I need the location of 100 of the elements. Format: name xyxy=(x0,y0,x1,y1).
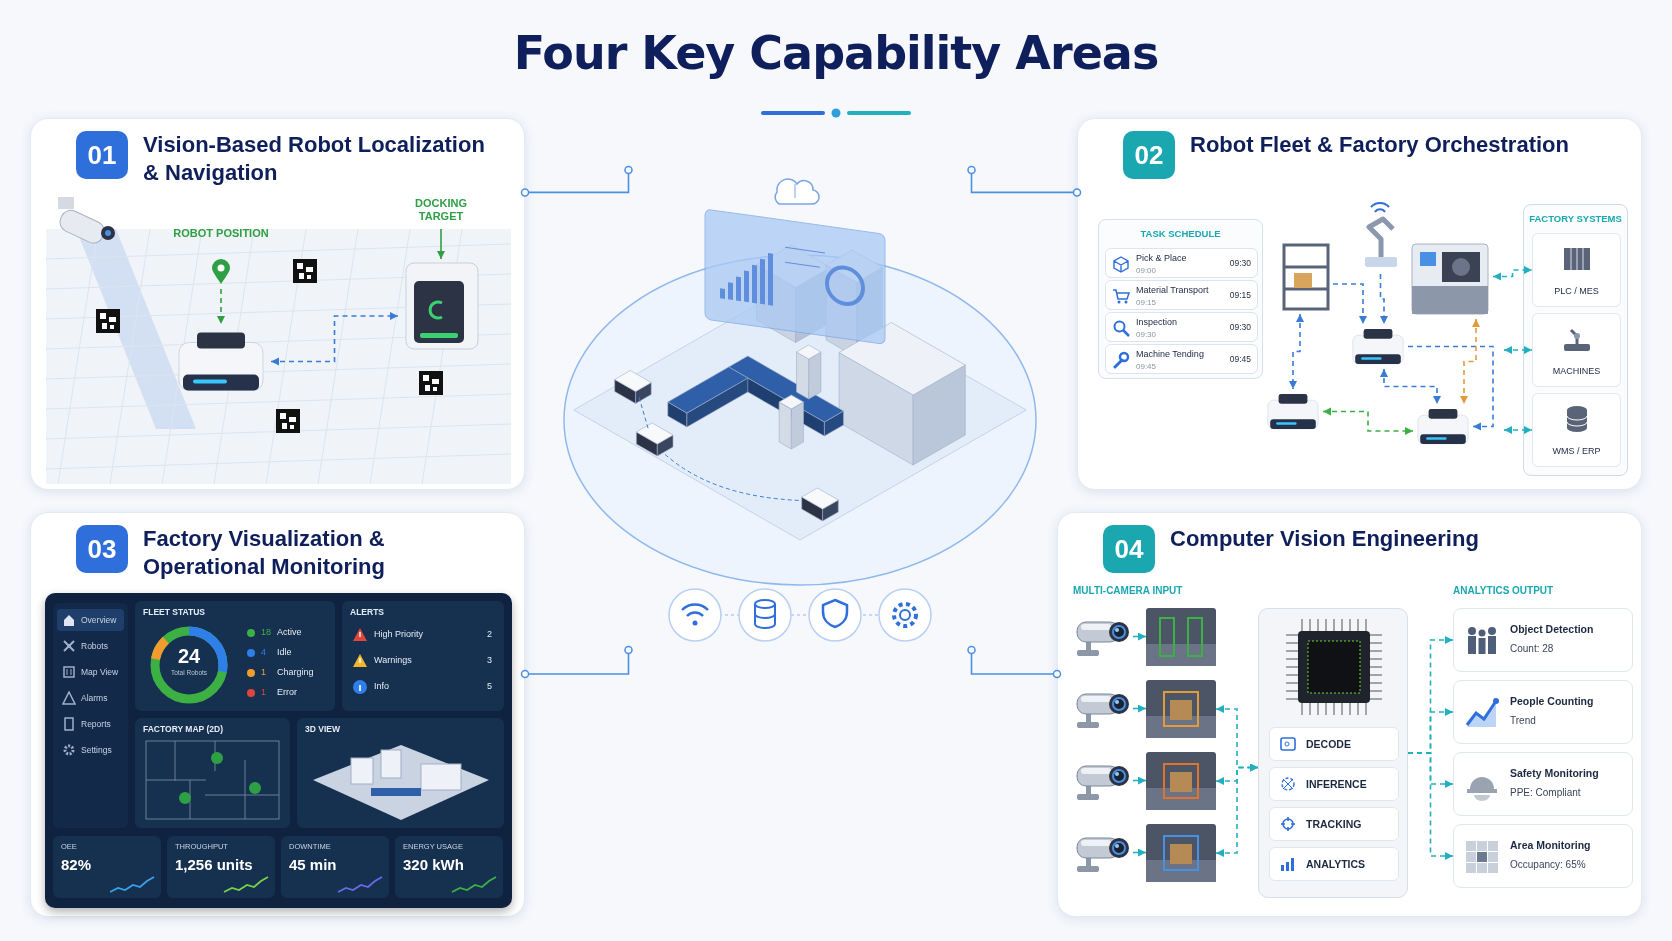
capability-panel xyxy=(1077,118,1642,490)
number-badge: 03 xyxy=(76,525,128,573)
kpi-card xyxy=(395,836,503,898)
arrow xyxy=(1503,346,1533,354)
arrow xyxy=(1407,752,1454,860)
alert-count: 5 xyxy=(487,681,492,691)
connector-line xyxy=(967,645,1062,679)
analytics-card xyxy=(1453,680,1633,744)
pipeline-panel xyxy=(1258,608,1408,898)
panel-title: Computer Vision Engineering xyxy=(1170,525,1480,553)
section-heading: TASK SCHEDULE xyxy=(1139,228,1222,239)
task-name: Machine Tending xyxy=(1136,349,1204,359)
step-label: DECODE xyxy=(1306,738,1351,750)
task-time: 09:15 xyxy=(1136,298,1157,307)
step-label: ANALYTICS xyxy=(1306,858,1366,870)
connector-line xyxy=(520,165,633,197)
kpi-value: 320 kWh xyxy=(403,856,464,873)
nav-item: Overview xyxy=(57,609,124,631)
status-label: Error xyxy=(277,687,297,697)
task-time: 09:30 xyxy=(1229,322,1251,332)
arrow xyxy=(1322,407,1414,435)
total-count: 24 xyxy=(176,645,202,668)
card-heading: 3D VIEW xyxy=(305,724,340,734)
task-time: 09:45 xyxy=(1136,362,1157,371)
connector-line xyxy=(967,165,1082,197)
connector-line xyxy=(520,645,633,679)
task-card xyxy=(1105,248,1258,278)
sidebar-menu xyxy=(53,603,128,828)
page-title: Four Key Capability Areas xyxy=(513,26,1159,80)
section-heading: MULTI-CAMERA INPUT xyxy=(1073,585,1183,596)
arrow xyxy=(217,288,225,325)
status-label: Active xyxy=(277,627,302,637)
arrow xyxy=(1132,632,1147,641)
camera-feed-image xyxy=(1146,608,1216,666)
step-label: INFERENCE xyxy=(1306,778,1367,790)
task-schedule-panel xyxy=(1098,219,1263,379)
callout-text: ROBOT POSITION xyxy=(172,227,270,240)
kpi-value: 45 min xyxy=(289,856,337,873)
pipeline-step xyxy=(1269,767,1399,801)
pipeline-step xyxy=(1269,727,1399,761)
arrow xyxy=(1380,368,1441,405)
camera-feed-image xyxy=(1146,680,1216,738)
card-heading: FLEET STATUS xyxy=(143,607,205,617)
arrow xyxy=(1503,426,1533,434)
output-title: People Counting xyxy=(1510,695,1594,707)
task-name: Pick & Place xyxy=(1136,253,1187,263)
card-heading: ALERTS xyxy=(350,607,384,617)
system-label: PLC / MES xyxy=(1553,286,1600,296)
output-value: Count: 28 xyxy=(1510,643,1554,654)
capability-panel xyxy=(30,118,525,490)
nav-item: Settings xyxy=(57,739,124,761)
kpi-card xyxy=(281,836,389,898)
system-label: MACHINES xyxy=(1551,366,1602,376)
alert-count: 2 xyxy=(487,629,492,639)
panel-title: Factory Visualization & Operational Monitoring xyxy=(143,525,386,581)
arrow xyxy=(1132,848,1147,857)
capability-panel xyxy=(1057,512,1642,917)
status-count: 1 xyxy=(261,687,266,697)
number-badge: 04 xyxy=(1103,525,1155,573)
arrow xyxy=(1460,318,1480,405)
pipeline-step xyxy=(1269,807,1399,841)
alerts-card xyxy=(342,601,504,711)
analytics-card xyxy=(1453,752,1633,816)
chip-drawing xyxy=(1284,617,1384,717)
kpi-value: 1,256 units xyxy=(175,856,253,873)
nav-item: Reports xyxy=(57,713,124,735)
task-card xyxy=(1105,312,1258,342)
kpi-card xyxy=(53,836,161,898)
alert-label: Info xyxy=(374,681,389,691)
output-value: Occupancy: 65% xyxy=(1510,859,1586,870)
step-label: TRACKING xyxy=(1306,818,1362,830)
output-value: Trend xyxy=(1510,715,1536,726)
output-title: Safety Monitoring xyxy=(1510,767,1599,779)
alert-label: Warnings xyxy=(374,655,412,665)
status-count: 1 xyxy=(261,667,266,677)
nav-item: Alarms xyxy=(57,687,124,709)
system-card xyxy=(1532,313,1621,387)
nav-item: Robots xyxy=(57,635,124,657)
system-label: WMS / ERP xyxy=(1551,446,1602,456)
three-d-view-card xyxy=(297,718,504,828)
factory-map-card xyxy=(135,718,290,828)
arrow xyxy=(437,228,445,260)
card-heading: FACTORY MAP (2D) xyxy=(143,724,223,734)
arrow xyxy=(1215,763,1259,857)
panel-title: Vision-Based Robot Localization & Navigation xyxy=(143,131,486,187)
camera-feed-image xyxy=(1146,824,1216,882)
task-card xyxy=(1105,344,1258,374)
system-card xyxy=(1532,233,1621,307)
section-heading: FACTORY SYSTEMS xyxy=(1528,213,1623,224)
task-name: Material Transport xyxy=(1136,285,1209,295)
alert-label: High Priority xyxy=(374,629,423,639)
arrow xyxy=(1289,313,1304,390)
pipeline-step xyxy=(1269,847,1399,881)
output-value: PPE: Compliant xyxy=(1510,787,1581,798)
task-time: 09:00 xyxy=(1136,266,1157,275)
arrow xyxy=(1379,273,1388,325)
number-badge: 01 xyxy=(76,131,128,179)
status-label: Charging xyxy=(277,667,314,677)
task-time: 09:45 xyxy=(1229,354,1251,364)
callout-text: DOCKING TARGET xyxy=(414,197,468,223)
